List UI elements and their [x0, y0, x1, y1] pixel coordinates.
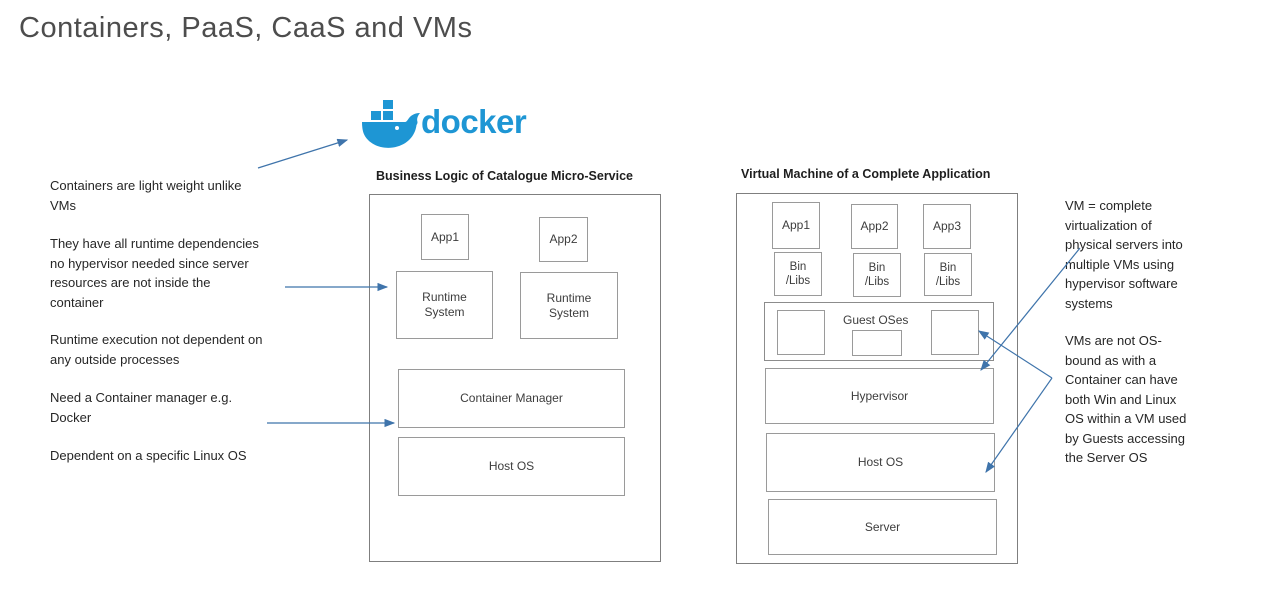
vm-binlibs-box-1: Bin /Libs [774, 252, 822, 296]
page-title: Containers, PaaS, CaaS and VMs [19, 12, 473, 44]
vm-app3-box: App3 [923, 204, 971, 249]
note-linux-os: Dependent on a specific Linux OS [50, 448, 247, 463]
container-manager-box: Container Manager [398, 369, 625, 428]
container-host-os-box: Host OS [398, 437, 625, 496]
container-app2-box: App2 [539, 217, 588, 262]
container-diagram-outer-box [369, 194, 661, 562]
docker-wordmark: docker [421, 103, 527, 140]
container-app1-box: App1 [421, 214, 469, 260]
vm-binlibs-box-2: Bin /Libs [853, 253, 901, 297]
guest-os-box-left [777, 310, 825, 355]
hypervisor-box: Hypervisor [765, 368, 994, 424]
guest-os-box-right [931, 310, 979, 355]
vm-binlibs-box-3: Bin /Libs [924, 253, 972, 296]
vm-diagram-title: Virtual Machine of a Complete Applicatio… [741, 167, 991, 181]
note-runtime-dependencies: They have all runtime dependencies no hy… [50, 236, 259, 310]
guest-oses-label: Guest OSes [843, 313, 909, 327]
guest-os-box-middle [852, 330, 902, 356]
runtime-system-box-2: Runtime System [520, 272, 618, 339]
vm-app2-box: App2 [851, 204, 898, 249]
note-vm-definition: VM = complete virtualization of physical… [1065, 198, 1183, 311]
arrow-note-to-docker [257, 138, 349, 169]
note-container-manager: Need a Container manager e.g. Docker [50, 390, 233, 425]
docker-whale-icon [362, 100, 420, 148]
note-runtime-execution: Runtime execution not dependent on any o… [50, 332, 263, 367]
runtime-system-box-1: Runtime System [396, 271, 493, 339]
server-box: Server [768, 499, 997, 555]
vm-host-os-box: Host OS [766, 433, 995, 492]
note-containers-lightweight: Containers are light weight unlike VMs [50, 178, 242, 213]
vm-app1-box: App1 [772, 202, 820, 249]
container-diagram-title: Business Logic of Catalogue Micro-Servic… [376, 169, 634, 183]
note-vm-not-os-bound: VMs are not OS- bound as with a Containe… [1065, 333, 1187, 465]
